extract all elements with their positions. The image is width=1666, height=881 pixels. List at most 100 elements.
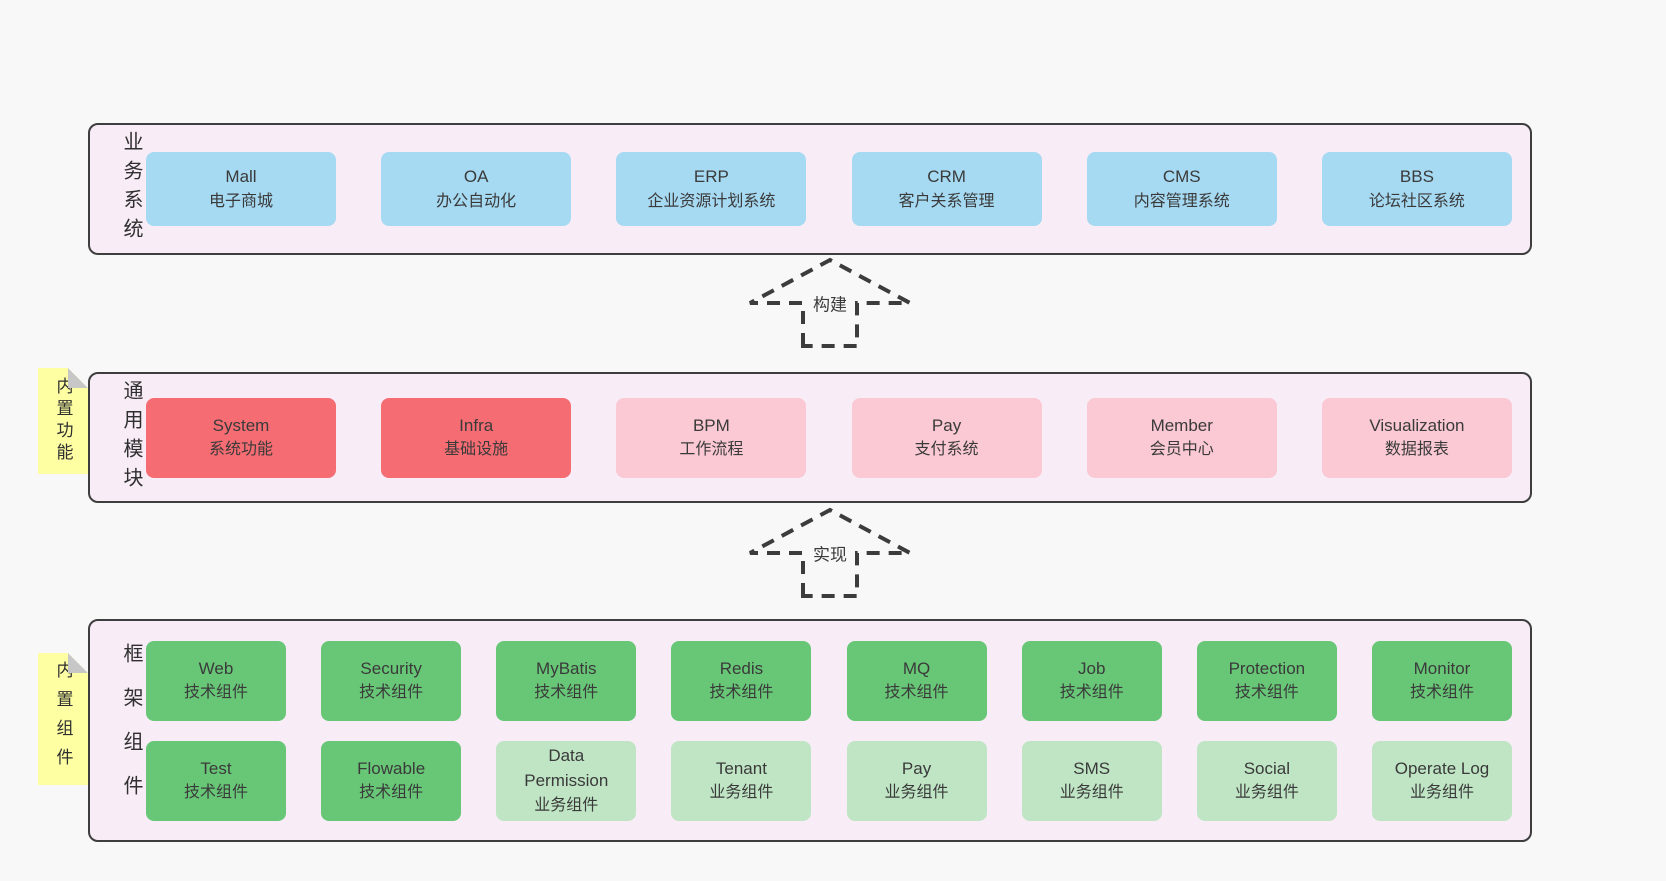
box-name: Data Permission — [524, 746, 609, 790]
box-name: CMS — [1162, 167, 1201, 187]
box-web: Web 技术组件 — [146, 640, 286, 721]
modules-boxes-row: System 系统功能 Infra 基础设施 BPM 工作流程 Pay 支付系统… — [146, 397, 1530, 478]
box-desc: 会员中心 — [1149, 441, 1214, 459]
box-data-permission: Data Permission 业务组件 — [496, 740, 637, 821]
box-desc: 业务组件 — [1059, 784, 1124, 802]
box-cms: CMS 内容管理系统 — [1086, 152, 1277, 226]
box-name: MyBatis — [536, 658, 597, 678]
box-desc: 业务组件 — [1234, 784, 1299, 802]
box-protection: Protection 技术组件 — [1196, 640, 1337, 721]
box-mq: MQ 技术组件 — [846, 640, 987, 721]
box-redis: Redis 技术组件 — [671, 640, 812, 721]
sticky-note-builtin-functions: 内置功能 — [38, 368, 88, 474]
box-name: Mall — [225, 167, 257, 187]
arrow-build: 构建 — [745, 257, 915, 349]
box-name: Protection — [1228, 658, 1306, 678]
box-name: Pay — [931, 415, 962, 435]
box-pay-system: Pay 支付系统 — [851, 397, 1042, 478]
sticky-note-builtin-components: 内置组件 — [38, 653, 88, 785]
box-name: Monitor — [1413, 658, 1471, 678]
box-name: Redis — [719, 658, 764, 678]
arrow-build-label: 构建 — [809, 289, 851, 317]
box-monitor: Monitor 技术组件 — [1371, 640, 1512, 721]
box-mybatis: MyBatis 技术组件 — [496, 640, 637, 721]
box-desc: 技术组件 — [1059, 684, 1124, 702]
box-desc: 论坛社区系统 — [1368, 192, 1465, 210]
box-infra: Infra 基础设施 — [381, 397, 572, 478]
box-desc: 业务组件 — [534, 796, 599, 814]
box-desc: 技术组件 — [1234, 684, 1299, 702]
box-name: ERP — [693, 167, 729, 187]
box-desc: 企业资源计划系统 — [647, 192, 776, 210]
box-desc: 客户关系管理 — [898, 192, 995, 210]
box-desc: 办公自动化 — [436, 192, 517, 210]
layer-common-modules: 通用模块 System 系统功能 Infra 基础设施 BPM 工作流程 Pay… — [88, 372, 1532, 503]
layer-title-modules: 通用模块 — [120, 379, 142, 496]
box-bpm: BPM 工作流程 — [616, 397, 807, 478]
arrow-implement: 实现 — [745, 507, 915, 599]
box-bbs: BBS 论坛社区系统 — [1321, 152, 1512, 226]
box-name: OA — [463, 167, 489, 187]
box-name: Tenant — [715, 758, 767, 778]
box-name: Web — [198, 658, 234, 678]
box-name: Flowable — [357, 758, 426, 778]
box-name: Member — [1150, 415, 1213, 435]
components-rows: Web 技术组件 Security 技术组件 MyBatis 技术组件 Redi… — [146, 640, 1530, 821]
components-row-1: Web 技术组件 Security 技术组件 MyBatis 技术组件 Redi… — [146, 640, 1512, 721]
box-desc: 电子商城 — [208, 192, 273, 210]
layer-title-business: 业务系统 — [120, 131, 142, 247]
box-member: Member 会员中心 — [1086, 397, 1277, 478]
box-name: Security — [360, 658, 422, 678]
box-flowable: Flowable 技术组件 — [321, 740, 462, 821]
box-desc: 技术组件 — [534, 684, 599, 702]
box-tenant: Tenant 业务组件 — [671, 740, 812, 821]
box-desc: 工作流程 — [679, 441, 744, 459]
box-name: MQ — [902, 658, 931, 678]
business-boxes-row: Mall 电子商城 OA 办公自动化 ERP 企业资源计划系统 CRM 客户关系… — [146, 152, 1530, 226]
box-desc: 数据报表 — [1384, 441, 1449, 459]
box-desc: 技术组件 — [359, 784, 424, 802]
box-name: Pay — [901, 758, 932, 778]
box-crm: CRM 客户关系管理 — [851, 152, 1042, 226]
box-name: CRM — [927, 167, 966, 187]
arrow-implement-label: 实现 — [809, 539, 851, 567]
up-arrow-icon — [749, 507, 911, 598]
components-row-2: Test 技术组件 Flowable 技术组件 Data Permission … — [146, 740, 1512, 821]
layer-title-components: 框架组件 — [120, 642, 142, 819]
box-name: Job — [1077, 658, 1106, 678]
box-sms: SMS 业务组件 — [1021, 740, 1162, 821]
box-desc: 技术组件 — [709, 684, 774, 702]
box-name: BBS — [1399, 167, 1434, 187]
box-desc: 技术组件 — [884, 684, 949, 702]
box-desc: 技术组件 — [183, 784, 248, 802]
box-name: Test — [200, 758, 232, 778]
box-oa: OA 办公自动化 — [381, 152, 572, 226]
box-name: Operate Log — [1394, 758, 1490, 778]
box-desc: 技术组件 — [359, 684, 424, 702]
box-desc: 业务组件 — [709, 784, 774, 802]
box-name: Infra — [459, 415, 494, 435]
box-social: Social 业务组件 — [1196, 740, 1337, 821]
layer-framework-components: 框架组件 Web 技术组件 Security 技术组件 MyBatis 技术组件… — [88, 619, 1532, 842]
box-operate-log: Operate Log 业务组件 — [1371, 740, 1512, 821]
box-security: Security 技术组件 — [321, 640, 462, 721]
box-job: Job 技术组件 — [1021, 640, 1162, 721]
box-desc: 业务组件 — [884, 784, 949, 802]
box-mall: Mall 电子商城 — [146, 152, 336, 226]
layer-business-systems: 业务系统 Mall 电子商城 OA 办公自动化 ERP 企业资源计划系统 CRM… — [88, 123, 1532, 255]
box-desc: 基础设施 — [444, 441, 509, 459]
box-desc: 业务组件 — [1409, 784, 1474, 802]
box-test: Test 技术组件 — [146, 740, 286, 821]
box-name: SMS — [1073, 758, 1111, 778]
box-desc: 系统功能 — [208, 441, 273, 459]
box-name: BPM — [692, 415, 730, 435]
box-name: Visualization — [1369, 415, 1465, 435]
box-desc: 技术组件 — [183, 684, 248, 702]
box-desc: 技术组件 — [1409, 684, 1474, 702]
box-desc: 支付系统 — [914, 441, 979, 459]
box-desc: 内容管理系统 — [1133, 192, 1230, 210]
box-erp: ERP 企业资源计划系统 — [616, 152, 807, 226]
box-visualization: Visualization 数据报表 — [1321, 397, 1512, 478]
box-pay-component: Pay 业务组件 — [846, 740, 987, 821]
